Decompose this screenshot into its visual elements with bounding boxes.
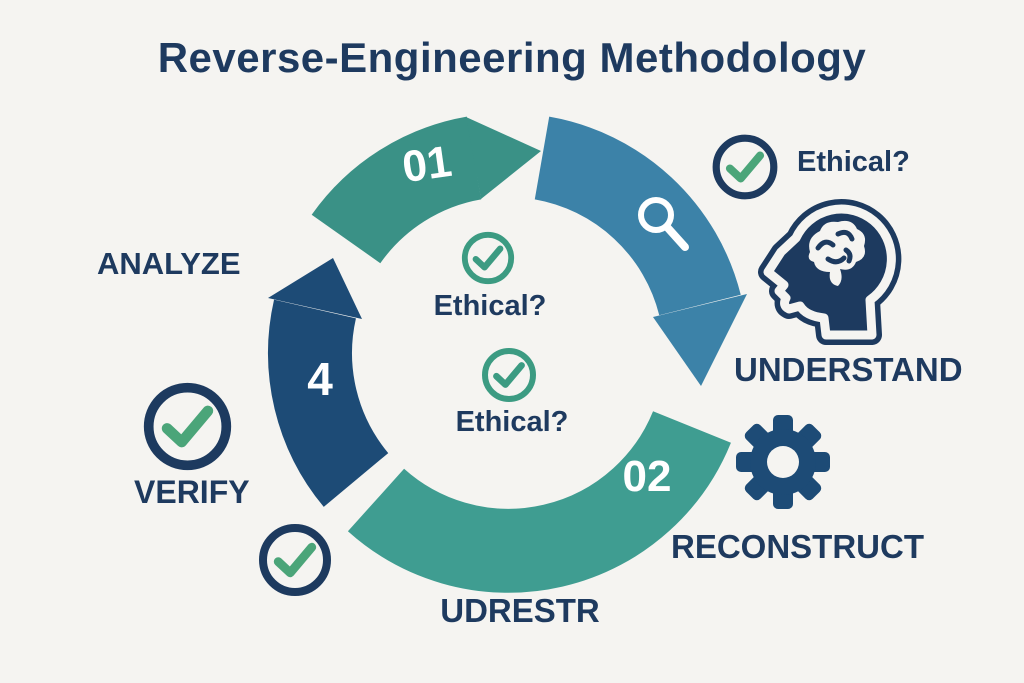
check-circle-icon — [459, 229, 517, 287]
segment-reconstruct — [347, 410, 731, 593]
arrowhead-top — [466, 117, 541, 199]
segment-understand — [533, 116, 747, 386]
label-understand: UNDERSTAND — [734, 351, 963, 388]
segment-analyze — [311, 116, 541, 265]
ethical-label-center-bottom: Ethical? — [455, 406, 569, 438]
segment-verify — [268, 258, 389, 507]
head-brain-icon — [758, 199, 902, 345]
arrowhead-left — [268, 258, 362, 319]
arrowhead-right — [653, 294, 747, 386]
check-circle-icon — [479, 345, 539, 405]
check-circle-icon — [255, 520, 335, 600]
label-verify: VERIFY — [134, 474, 250, 510]
check-circle-icon — [139, 378, 236, 475]
page-title: Reverse-Engineering Methodology — [157, 34, 867, 81]
check-circle-icon — [709, 131, 781, 203]
ethical-label-top-right: Ethical? — [797, 146, 910, 178]
ethical-label-center-top: Ethical? — [433, 290, 547, 322]
step-number-02: 02 — [622, 452, 672, 501]
step-number-01: 01 — [399, 136, 455, 193]
label-bottom-step: UDRESTR — [440, 592, 600, 629]
gear-icon — [736, 415, 830, 509]
label-analyze: ANALYZE — [97, 246, 241, 281]
label-reconstruct: RECONSTRUCT — [671, 528, 924, 565]
magnifier-icon — [638, 197, 689, 251]
step-number-4: 4 — [307, 353, 333, 405]
